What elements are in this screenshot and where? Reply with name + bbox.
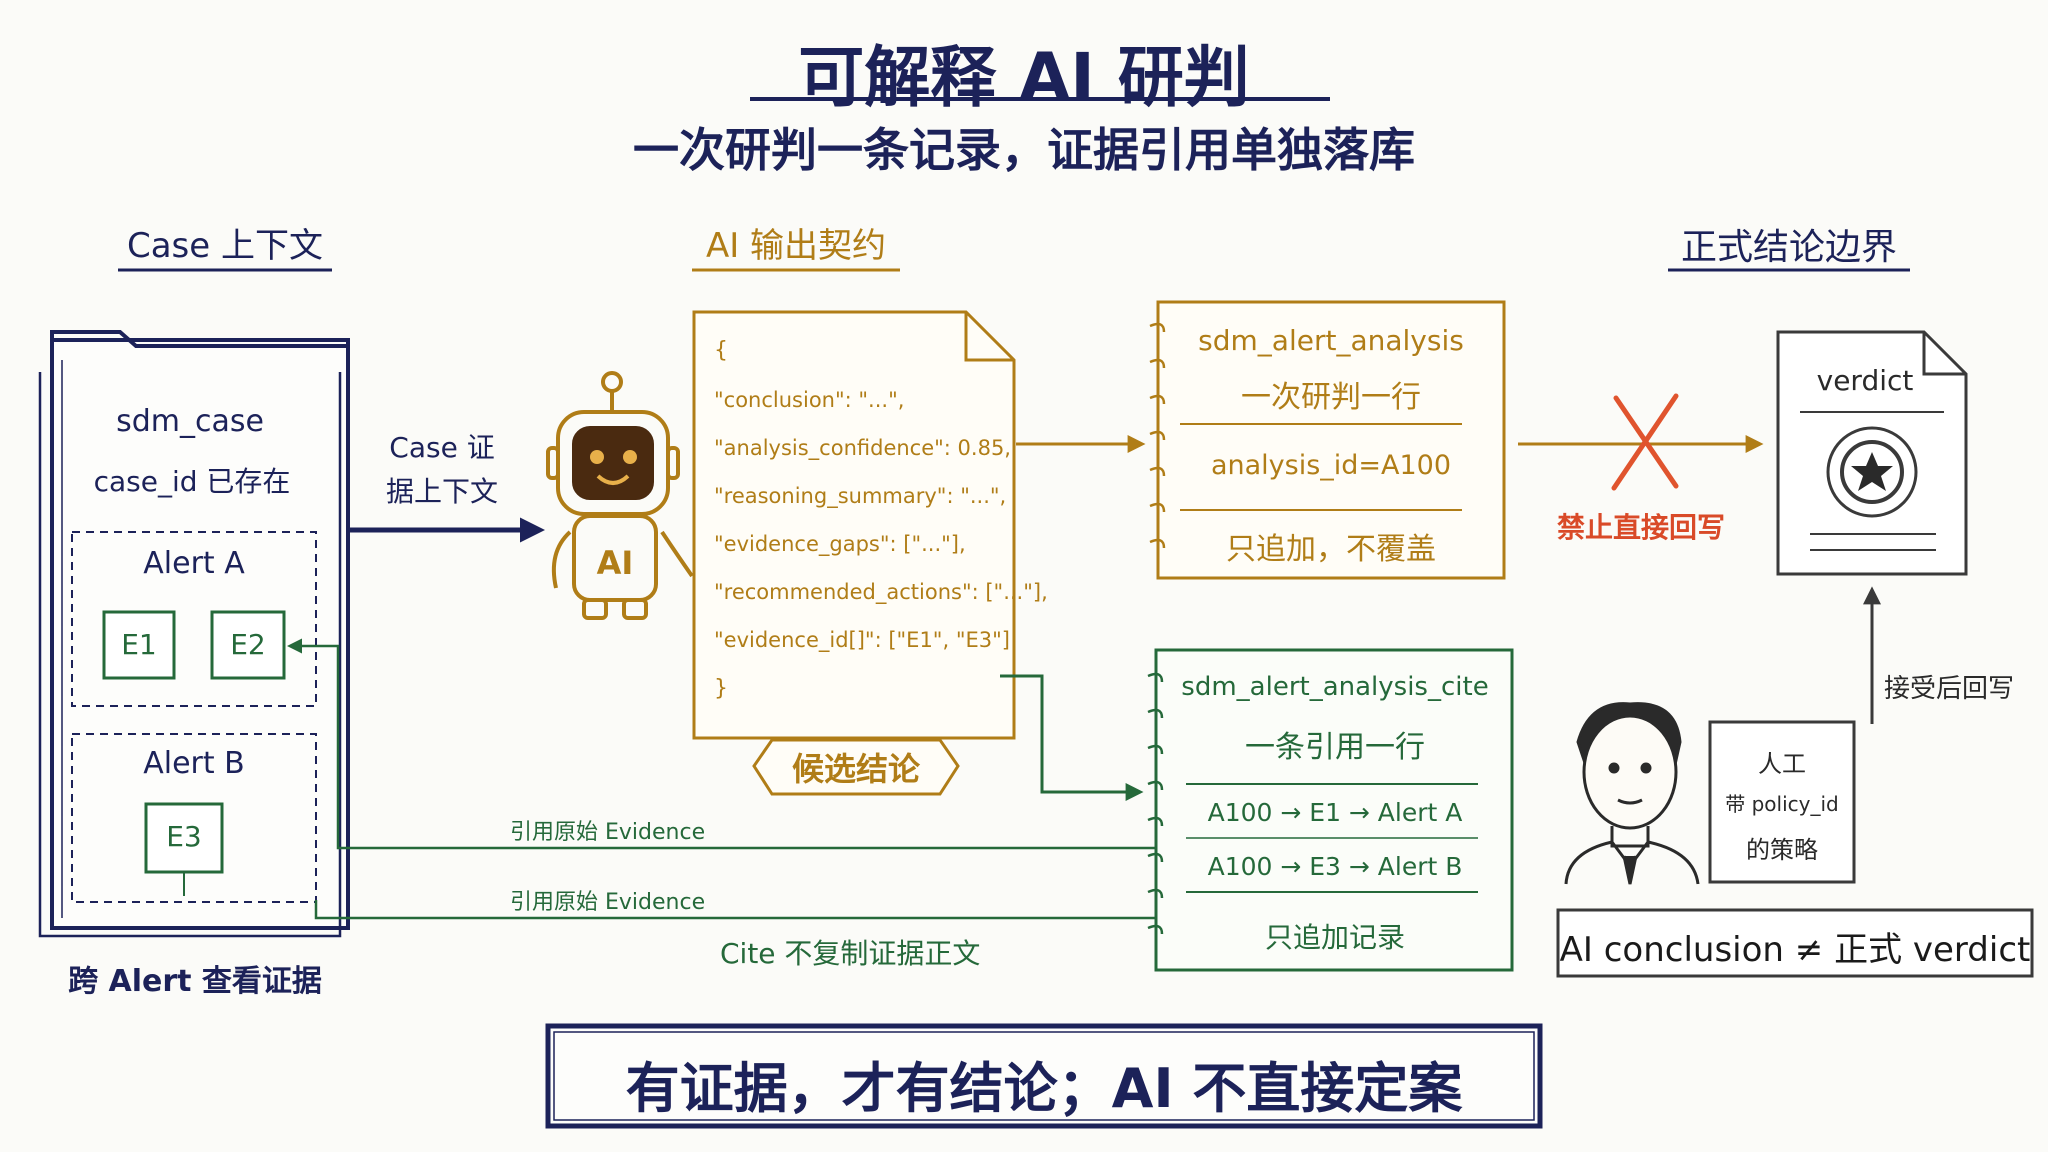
- cite-no-copy-note: Cite 不复制证据正文: [720, 937, 981, 970]
- cite-notebook: [1147, 648, 1514, 972]
- contract-line: "evidence_id[]": ["E1", "E3"]: [714, 628, 1010, 652]
- person-icon: [1564, 702, 1700, 885]
- case-footer-note: 跨 Alert 查看证据: [68, 964, 322, 999]
- contract-line: "analysis_confidence": 0.85,: [714, 436, 1011, 460]
- ref-line-e2: [287, 638, 1156, 850]
- arrow-case-label-line1: Case 证: [389, 431, 495, 464]
- contract-line: "reasoning_summary": "...",: [714, 484, 1007, 508]
- contract-document: [692, 310, 1016, 796]
- candidate-badge-shape: [752, 738, 960, 796]
- ref-evidence-label-1: 引用原始 Evidence: [510, 820, 706, 845]
- policy-card-box: [1708, 720, 1856, 884]
- arrow-case-label-line2: 据上下文: [385, 475, 498, 508]
- contract-line: "conclusion": "...",: [714, 388, 905, 412]
- alert-a-box: [71, 531, 317, 707]
- policy-card-line: 带 policy_id: [1725, 792, 1839, 816]
- cite-row: A100 → E1 → Alert A: [1207, 798, 1463, 827]
- ref-evidence-label-2: 引用原始 Evidence: [510, 890, 706, 915]
- analysis-table-rule: 一次研判一行: [1241, 380, 1421, 415]
- inequality-box: [1556, 908, 2034, 978]
- contract-line: "recommended_actions": ["..."],: [714, 580, 1048, 604]
- page-title: 可解释 AI 研判: [798, 39, 1250, 116]
- forbidden-x-icon: [1611, 393, 1679, 491]
- analysis-notebook: [1149, 300, 1506, 580]
- case-folder: [38, 330, 350, 938]
- evidence-e1[interactable]: E1: [121, 628, 157, 661]
- star-icon: [1851, 452, 1893, 491]
- section-title-case-context: Case 上下文: [126, 226, 323, 266]
- policy-card-line: 人工: [1758, 750, 1806, 778]
- robot-label: AI: [596, 544, 634, 582]
- alert-a-label: Alert A: [143, 546, 245, 581]
- section-title-verdict-boundary: 正式结论边界: [1680, 227, 1897, 268]
- verdict-label: verdict: [1816, 364, 1914, 397]
- policy-card-line: 的策略: [1746, 836, 1818, 864]
- analysis-append-note: 只追加，不覆盖: [1226, 532, 1436, 567]
- contract-line: "evidence_gaps": ["..."],: [714, 532, 966, 556]
- inequality-statement: AI conclusion ≠ 正式 verdict: [1559, 930, 2031, 970]
- ref-line-e3: [314, 900, 1156, 920]
- analysis-table-name: sdm_alert_analysis: [1198, 324, 1464, 357]
- accepted-writeback-label: 接受后回写: [1884, 674, 2015, 704]
- footer-banner-text: 有证据，才有结论；AI 不直接定案: [625, 1057, 1463, 1120]
- analysis-record: analysis_id=A100: [1210, 450, 1452, 481]
- case-table-name: sdm_case: [116, 404, 264, 439]
- forbidden-writeback-label: 禁止直接回写: [1556, 511, 1725, 544]
- page-subtitle: 一次研判一条记录，证据引用单独落库: [633, 123, 1415, 177]
- arrow-contract-to-cite: [1000, 674, 1144, 801]
- robot-icon: [546, 371, 694, 620]
- contract-line: }: [714, 676, 728, 701]
- alert-b-box: [71, 733, 317, 903]
- evidence-e3[interactable]: E3: [166, 820, 202, 853]
- cite-append-note: 只追加记录: [1264, 921, 1405, 954]
- section-title-ai-contract: AI 输出契约: [705, 226, 887, 266]
- alert-b-label: Alert B: [143, 746, 245, 781]
- evidence-box-e1: [102, 610, 176, 680]
- candidate-badge: 候选结论: [791, 750, 920, 788]
- cite-row: A100 → E3 → Alert B: [1207, 852, 1463, 881]
- evidence-box-e2: [210, 610, 286, 680]
- evidence-box-e3: [144, 802, 224, 874]
- footer-banner-box: [545, 1023, 1543, 1129]
- cite-table-name: sdm_alert_analysis_cite: [1181, 672, 1489, 702]
- cite-table-rule: 一条引用一行: [1245, 730, 1425, 765]
- case-id-note: case_id 已存在: [93, 465, 291, 498]
- contract-line: {: [714, 338, 728, 363]
- evidence-e2[interactable]: E2: [230, 628, 266, 661]
- verdict-document: [1776, 330, 1968, 576]
